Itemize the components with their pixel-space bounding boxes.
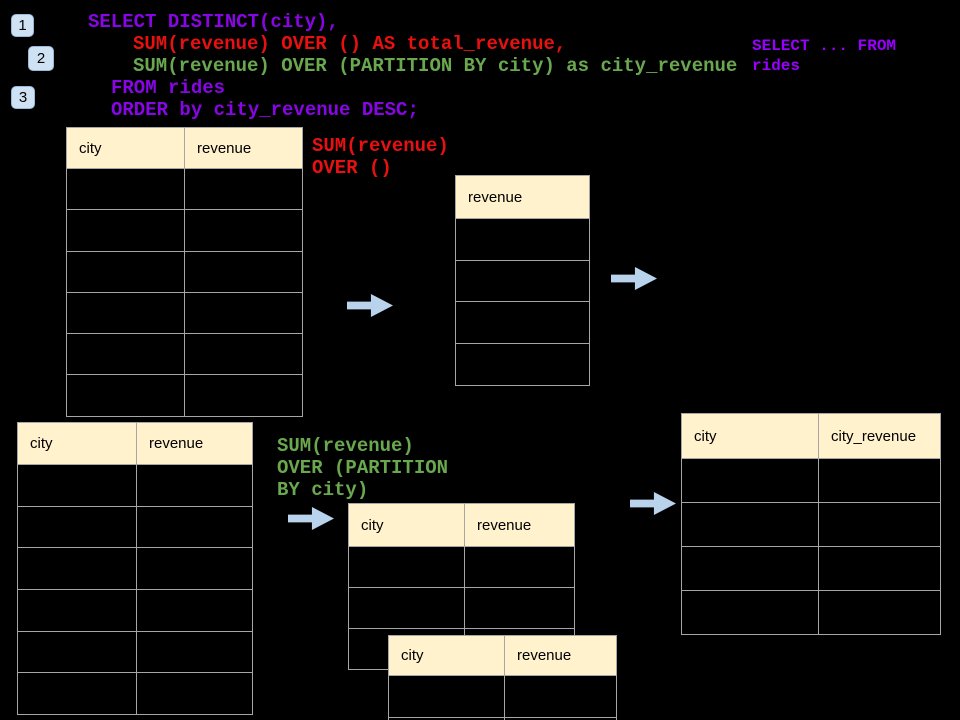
table-row [456,343,589,385]
flow-arrow-total-out [611,267,657,290]
step-badge-2: 2 [28,46,54,71]
partition-annotation-line-3: BY city) [277,479,369,501]
table-row [67,250,302,292]
table-row [18,505,252,548]
table-row [456,218,589,260]
partition-annotation-line-2: OVER (PARTITION [277,457,449,479]
flow-arrow-total [347,294,393,317]
table-source-top-header-city: city [79,139,102,157]
table-row [67,333,302,375]
table-partition-mid-header-revenue: revenue [464,504,574,546]
table-city-result-header-city: city [694,427,717,445]
flow-arrow-partition [288,507,334,530]
table-row [67,209,302,251]
table-total-result: revenue [455,175,590,386]
table-row [18,464,252,506]
table-source-bottom-header-revenue: revenue [136,423,252,464]
total-annotation-line-2: OVER () [312,157,392,179]
table-row [389,717,616,720]
table-city-result-header-city-revenue: city_revenue [818,414,940,458]
table-row [67,168,302,210]
table-row [682,502,940,546]
sql-line-select: SELECT DISTINCT(city), [88,11,339,33]
partition-annotation-line-1: SUM(revenue) [277,435,414,457]
table-row [18,547,252,590]
table-source-bottom-header-city: city [30,435,53,452]
from-rides-note-line-1: SELECT ... FROM [752,37,897,55]
sql-line-from: FROM rides [111,77,226,99]
table-total-result-header-revenue: revenue [468,188,523,206]
table-city-result: city city_revenue [681,413,941,635]
step-badge-1: 1 [11,14,34,37]
step-badge-3: 3 [11,86,35,109]
table-row [682,546,940,590]
table-row [18,589,252,631]
table-row [682,590,940,634]
table-row [389,675,616,717]
table-row [682,458,940,502]
flow-arrow-partition-out [630,492,676,515]
table-row [349,587,574,628]
table-row [456,301,589,343]
table-row [456,259,589,302]
table-partition-mid-header-city: city [361,516,384,534]
table-row [67,291,302,334]
from-rides-note-line-2: rides [752,57,801,75]
table-row [349,546,574,587]
sql-line-city-revenue: SUM(revenue) OVER (PARTITION BY city) as… [133,55,738,77]
table-row [18,672,252,715]
total-annotation-line-1: SUM(revenue) [312,135,449,157]
sql-line-total-revenue: SUM(revenue) OVER () AS total_revenue, [133,33,567,55]
table-partition-overlay-header-city: city [401,647,424,664]
table-source-bottom: city revenue [17,422,253,716]
table-row [18,630,252,673]
table-source-top-header-revenue: revenue [184,128,302,168]
table-source-top: city revenue [66,127,303,417]
table-row [67,374,302,416]
table-partition-overlay: city revenue [388,635,617,720]
sql-line-order-by: ORDER by city_revenue DESC; [111,99,419,121]
table-partition-overlay-header-revenue: revenue [504,636,616,675]
